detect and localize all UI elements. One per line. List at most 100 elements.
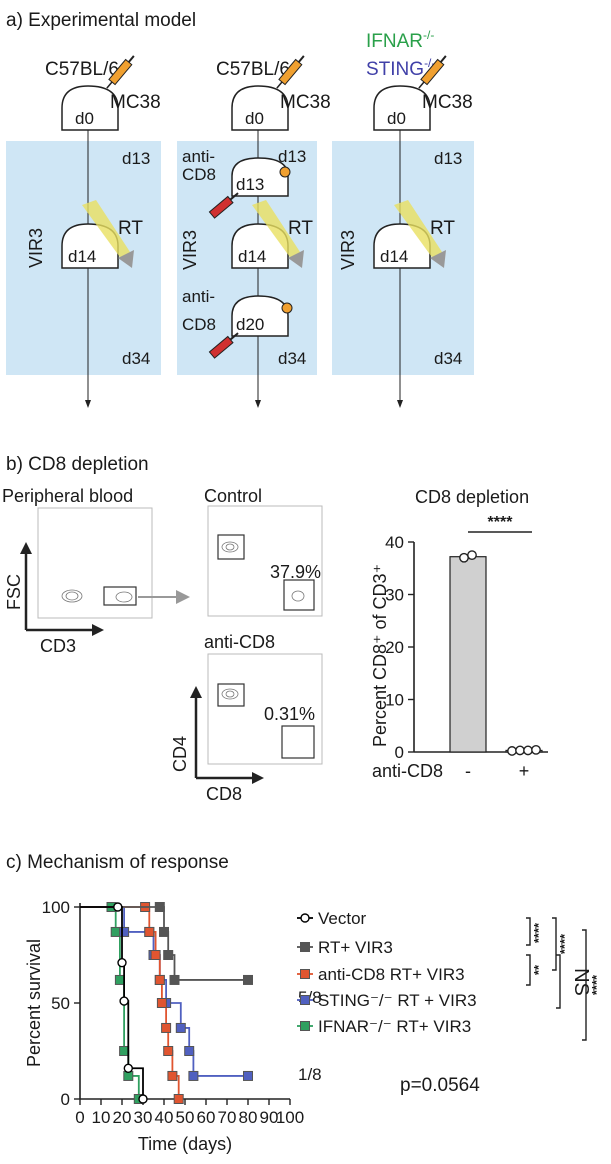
km-marker — [119, 996, 129, 1006]
km-x-tick-label: 30 — [134, 1108, 153, 1127]
control-label: Control — [204, 486, 262, 506]
km-marker — [163, 1046, 174, 1056]
col3-strain-sting: STING-/- — [366, 56, 435, 80]
blood-facs-plot — [37, 507, 153, 619]
km-marker — [123, 1063, 134, 1073]
col1-syringe-icon — [106, 55, 135, 89]
col1-rt: RT — [118, 218, 143, 239]
km-sig-label: **** — [531, 922, 546, 943]
control-pct: 37.9% — [270, 562, 321, 582]
km-legend-label: IFNAR⁻/⁻ RT+ VIR3 — [318, 1017, 471, 1036]
km-sig-bracket — [526, 917, 531, 946]
col3-rt-beam-icon — [394, 200, 446, 268]
km-y-tick-label: 0 — [61, 1090, 70, 1109]
km-sig-label: **** — [557, 933, 572, 954]
km-x-tick-label: 20 — [113, 1108, 132, 1127]
km-legend-label: STING⁻/⁻ RT + VIR3 — [318, 991, 477, 1010]
km-marker — [167, 1070, 178, 1081]
col2-antibody-2: CD8 — [182, 165, 216, 184]
blood-label: Peripheral blood — [2, 486, 133, 506]
km-marker — [175, 1022, 186, 1033]
km-legend-marker — [300, 942, 310, 952]
km-marker — [243, 974, 253, 985]
km-x-tick-label: 50 — [176, 1108, 195, 1127]
col1-side-label: VIR3 — [26, 228, 46, 268]
col2-syringe-icon — [276, 55, 305, 89]
bar-x-label: anti-CD8 — [372, 761, 443, 781]
bar-y-label: Percent CD8⁺ of CD3⁺ — [370, 564, 390, 747]
km-legend-label: anti-CD8 RT+ VIR3 — [318, 965, 465, 984]
col3-d14: d14 — [380, 247, 408, 266]
col2-d13a: d13 — [278, 147, 306, 166]
col2-tumor-icon-2 — [281, 302, 293, 314]
bar-chart-title: CD8 depletion — [415, 487, 529, 507]
col2-d13b: d13 — [236, 175, 264, 194]
km-marker — [159, 926, 169, 937]
bar-y-tick-label: 0 — [395, 743, 404, 762]
col2-strain: C57BL/6 — [216, 59, 290, 80]
gate-arrow-icon — [176, 590, 190, 604]
col2-d0: d0 — [245, 109, 264, 128]
bar-data-point — [531, 745, 541, 755]
km-marker — [243, 1070, 253, 1081]
col2-rt-beam-icon — [252, 200, 304, 268]
bar-data-point — [459, 552, 469, 563]
km-marker — [184, 1046, 195, 1056]
km-marker — [119, 1046, 130, 1056]
km-marker — [150, 950, 161, 960]
col2-antibody-4: CD8 — [182, 315, 216, 334]
km-marker — [113, 902, 123, 912]
col3-rt: RT — [430, 218, 455, 239]
km-marker — [161, 1022, 172, 1033]
km-marker — [156, 998, 167, 1008]
col3-model: IFNAR-/- STING-/- d0 MC38 d13 d14 RT VIR… — [338, 28, 473, 408]
control-facs-plot — [207, 505, 323, 617]
bar-data-point — [515, 745, 525, 756]
bar-y-tick-label: 40 — [385, 533, 404, 552]
km-sig-label: ** — [531, 964, 546, 975]
col2-d14: d14 — [238, 247, 266, 266]
km-marker — [138, 1094, 148, 1104]
km-sig-label: **** — [589, 974, 604, 995]
col1-d34: d34 — [122, 349, 150, 368]
km-legend-marker — [300, 969, 310, 979]
col1-d14: d14 — [68, 247, 96, 266]
km-x-tick-label: 70 — [218, 1108, 237, 1127]
km-marker — [144, 926, 155, 937]
km-sig-bracket — [582, 929, 587, 1041]
col1-d0: d0 — [75, 109, 94, 128]
col3-d34: d34 — [434, 349, 462, 368]
km-x-tick-label: 0 — [75, 1108, 84, 1127]
km-legend-label: Vector — [318, 909, 367, 928]
km-x-label: Time (days) — [138, 1134, 232, 1154]
km-x-tick-label: 60 — [197, 1108, 216, 1127]
bar-y-tick-label: 20 — [385, 638, 404, 657]
col3-side-label: VIR3 — [338, 230, 358, 270]
km-legend-marker — [300, 1021, 310, 1031]
km-legend-label: RT+ VIR3 — [318, 938, 393, 957]
col3-mouse-d0 — [373, 85, 431, 131]
cd3-label: CD3 — [40, 636, 76, 656]
km-x-tick-label: 100 — [276, 1108, 304, 1127]
panel-a-title: a) Experimental model — [6, 10, 196, 31]
col1-mouse-d0 — [61, 85, 119, 131]
col1-model: C57BL/6 d0 MC38 d13 d14 RT VIR3 d34 — [26, 55, 161, 408]
km-sig-bracket — [526, 954, 531, 986]
bar-data-point — [467, 550, 477, 561]
col2-side-label: VIR3 — [180, 230, 200, 270]
km-y-tick-label: 50 — [51, 994, 70, 1013]
col3-d13: d13 — [434, 149, 462, 168]
col2-tumor-icon — [279, 166, 291, 178]
anticd8-facs-plot — [207, 653, 323, 765]
km-pvalue: p=0.0564 — [400, 1075, 480, 1096]
col2-d34: d34 — [278, 349, 306, 368]
fsc-label: FSC — [4, 574, 24, 610]
km-marker — [119, 926, 130, 937]
km-x-tick-label: 10 — [92, 1108, 111, 1127]
anticd8-label: anti-CD8 — [204, 632, 275, 652]
km-sig-bracket — [556, 954, 561, 1009]
anticd8-pct: 0.31% — [264, 704, 315, 724]
